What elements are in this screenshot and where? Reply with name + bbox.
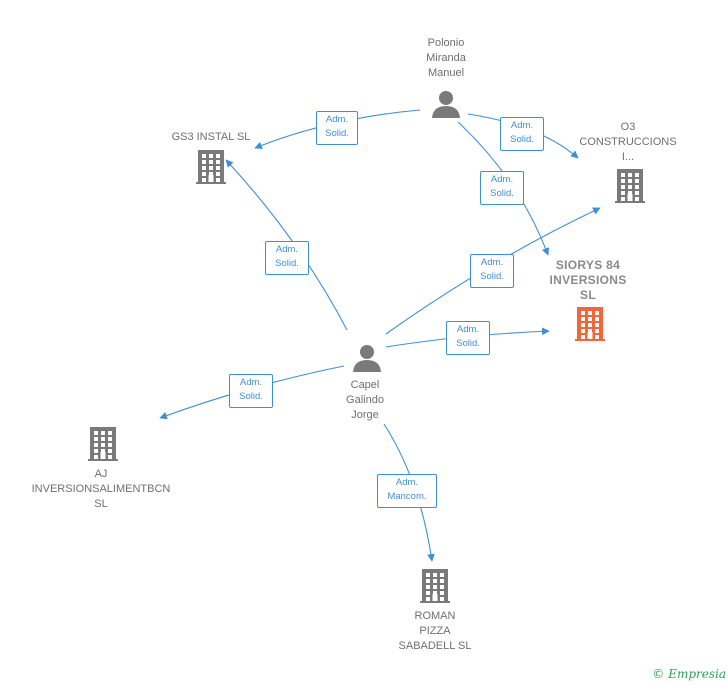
building-icon[interactable] [420,569,450,603]
node-label-aj[interactable]: AJ INVERSIONSALIMENTBCN SL [31,468,171,510]
edge-label-capel-siorys[interactable]: Adm. Solid. [446,321,490,355]
edge-label-capel-aj[interactable]: Adm. Solid. [229,374,273,408]
edge-label-capel-o3[interactable]: Adm. Solid. [470,254,514,288]
building-icon[interactable] [196,150,226,184]
edge-label-capel-roman[interactable]: Adm. Mancom. [377,474,437,508]
building-icon[interactable] [88,427,118,461]
person-icon[interactable] [353,345,381,372]
brand-name: Empresia [668,667,726,681]
node-label-o3[interactable]: O3 CONSTRUCCIONS I... [579,121,677,163]
building-icon[interactable] [615,169,645,203]
node-label-capel[interactable]: Capel Galindo Jorge [346,379,384,421]
edge-label-polonio-o3[interactable]: Adm. Solid. [500,117,544,151]
edge-label-polonio-siorys[interactable]: Adm. Solid. [480,171,524,205]
building-icon[interactable] [575,307,605,341]
edge-label-polonio-gs3[interactable]: Adm. Solid. [316,111,358,145]
person-icon[interactable] [432,91,460,118]
node-label-siorys[interactable]: SIORYS 84 INVERSIONS SL [549,258,627,302]
node-label-roman[interactable]: ROMAN PIZZA SABADELL SL [398,610,472,652]
node-label-gs3[interactable]: GS3 INSTAL SL [171,131,251,143]
copyright-symbol: © [652,667,665,681]
node-label-polonio[interactable]: Polonio Miranda Manuel [426,37,466,79]
edge-label-capel-gs3[interactable]: Adm. Solid. [265,241,309,275]
footer-brand[interactable]: ©Empresia [652,667,726,681]
